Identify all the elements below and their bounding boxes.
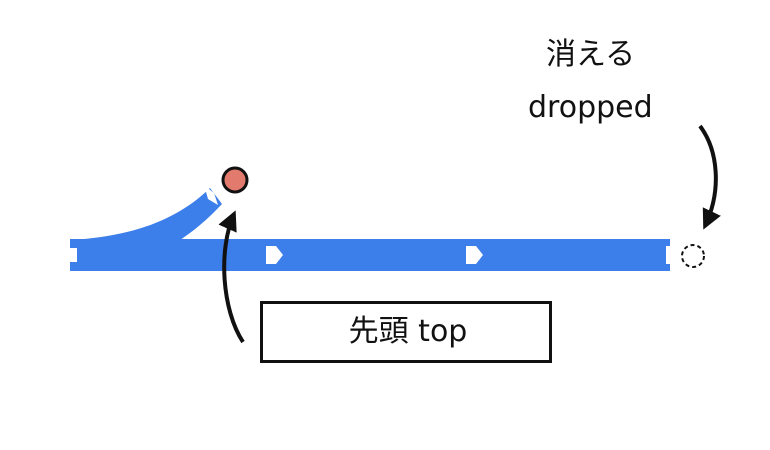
arrow-to-top — [218, 210, 245, 344]
arrow-to-dropped — [698, 124, 721, 230]
joint-3 — [666, 246, 672, 264]
track-segment-2 — [270, 239, 470, 271]
dropped-label-ja: 消える — [546, 37, 636, 72]
track-joints — [70, 246, 672, 264]
dropped-marker-icon — [681, 244, 705, 268]
joint-2 — [466, 246, 483, 264]
track-turnout-branch — [72, 188, 222, 240]
dropped-label-en: dropped — [528, 90, 653, 125]
track-segment-1 — [70, 239, 270, 271]
top-marker-icon — [221, 166, 249, 194]
joint-branch-end — [204, 185, 218, 205]
joint-1 — [266, 246, 283, 264]
track-segment-3 — [470, 239, 670, 271]
top-label-box: 先頭 top — [260, 301, 552, 363]
top-label: 先頭 top — [348, 314, 468, 349]
joint-left-end — [70, 248, 77, 262]
